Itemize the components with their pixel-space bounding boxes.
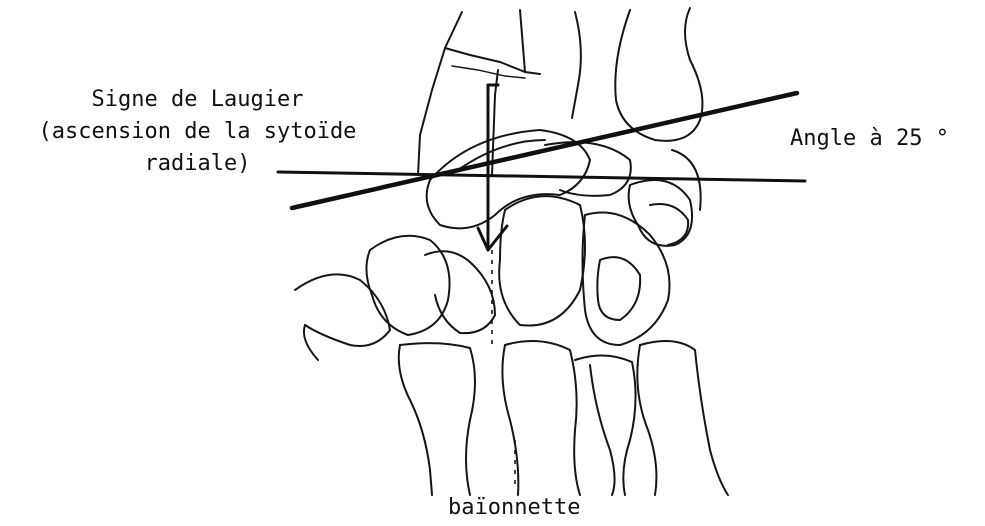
thumb-metacarpal (295, 274, 390, 360)
baionnette-label: baïonnette (448, 492, 580, 524)
metacarpals (399, 341, 728, 495)
distal-carpal-row (366, 196, 669, 345)
laugier-sign-label: Signe de Laugier(ascension de la sytoïde… (0, 84, 395, 180)
angle-label: Angle à 25 ° (790, 123, 949, 155)
laugier-line-1: Signe de Laugier (0, 84, 395, 116)
laugier-line-2: (ascension de la sytoïde (0, 116, 395, 148)
radius-bone (418, 10, 540, 175)
laugier-line-3: radiale) (0, 148, 395, 180)
